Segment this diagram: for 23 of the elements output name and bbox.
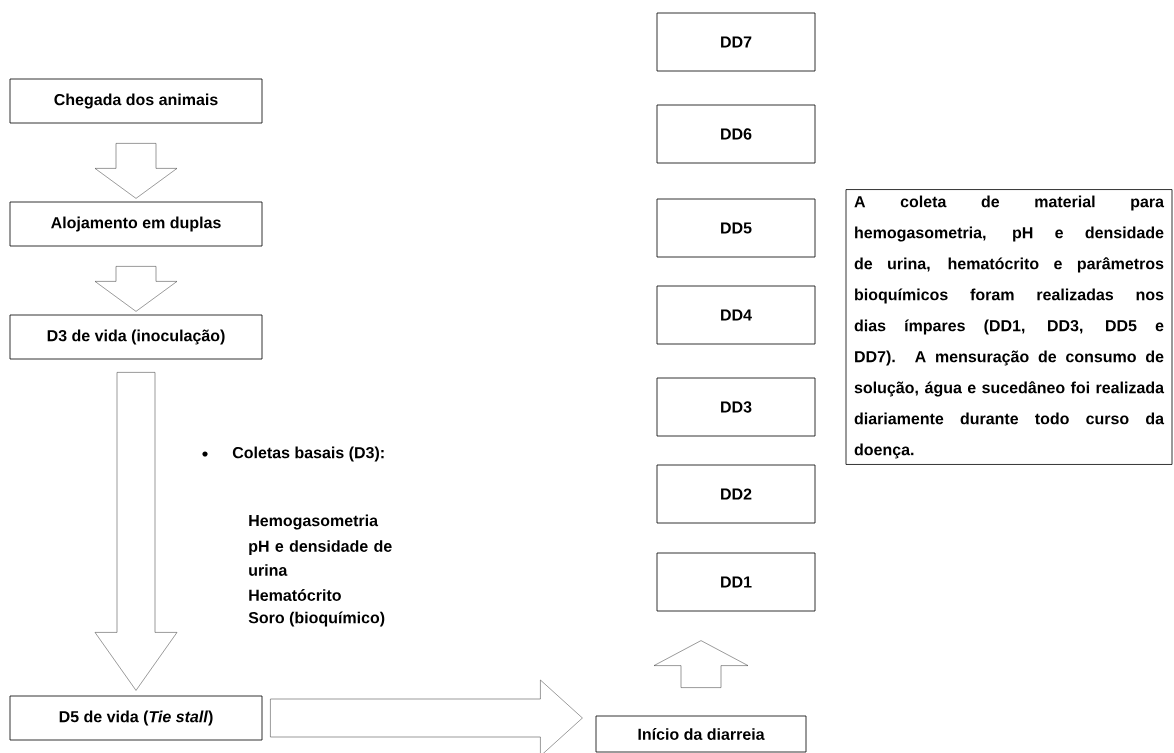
block-arrow (653, 640, 749, 688)
block-arrow (270, 679, 583, 753)
note-box: A coleta de material para hemogasometria, pH e densidade de urina, hematócrito e parâmetros bioquímicos foram realizadas nos dias ímpares (DD1, DD3, DD5 e DD7). A mensuração de consumo de solução, água e sucedâneo foi realizada diariamente durante todo curso da doença. (845, 189, 1173, 465)
process-box: DD2 (656, 464, 816, 524)
list-text: Hematócrito (249, 589, 341, 601)
process-box: DD6 (656, 104, 816, 164)
process-box: D3 de vida (inoculação) (9, 314, 263, 360)
process-box: Início da diarreia (595, 715, 807, 753)
process-box: DD5 (656, 198, 816, 258)
block-arrow (94, 266, 178, 312)
list-text: Coletas basais (D3): (232, 446, 384, 462)
process-box: DD1 (656, 552, 816, 612)
process-box: D5 de vida (Tie stall) (9, 695, 263, 741)
list-text: pH e densidade de urina (249, 540, 392, 576)
process-box: Alojamento em duplas (9, 201, 263, 247)
list-text: Soro (bioquímico) (248, 611, 385, 627)
block-arrow (94, 372, 178, 691)
process-box: Chegada dos animais (9, 78, 263, 124)
process-box: DD7 (656, 12, 816, 72)
list-text: Hemogasometria (249, 514, 379, 530)
block-arrow (94, 143, 178, 199)
process-box: DD4 (656, 285, 816, 345)
process-box: DD3 (656, 377, 816, 437)
